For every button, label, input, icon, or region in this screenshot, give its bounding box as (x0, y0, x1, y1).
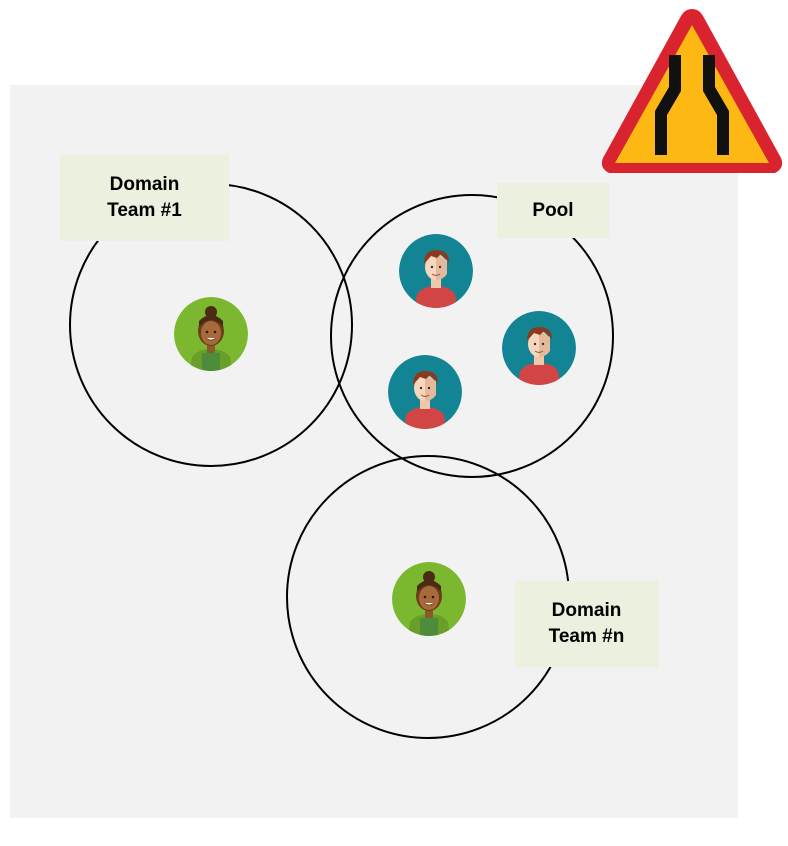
pool-circle (330, 194, 614, 478)
woman-avatar-icon (392, 562, 466, 636)
pool-label: Pool (497, 183, 609, 238)
road-narrows-warning-sign-icon (601, 9, 783, 173)
man-avatar-icon (399, 234, 473, 308)
man-avatar-icon (388, 355, 462, 429)
team-n-label: Domain Team #n (515, 581, 658, 667)
man-avatar-icon (502, 311, 576, 385)
woman-avatar-icon (174, 297, 248, 371)
team-1-label: Domain Team #1 (60, 155, 229, 241)
